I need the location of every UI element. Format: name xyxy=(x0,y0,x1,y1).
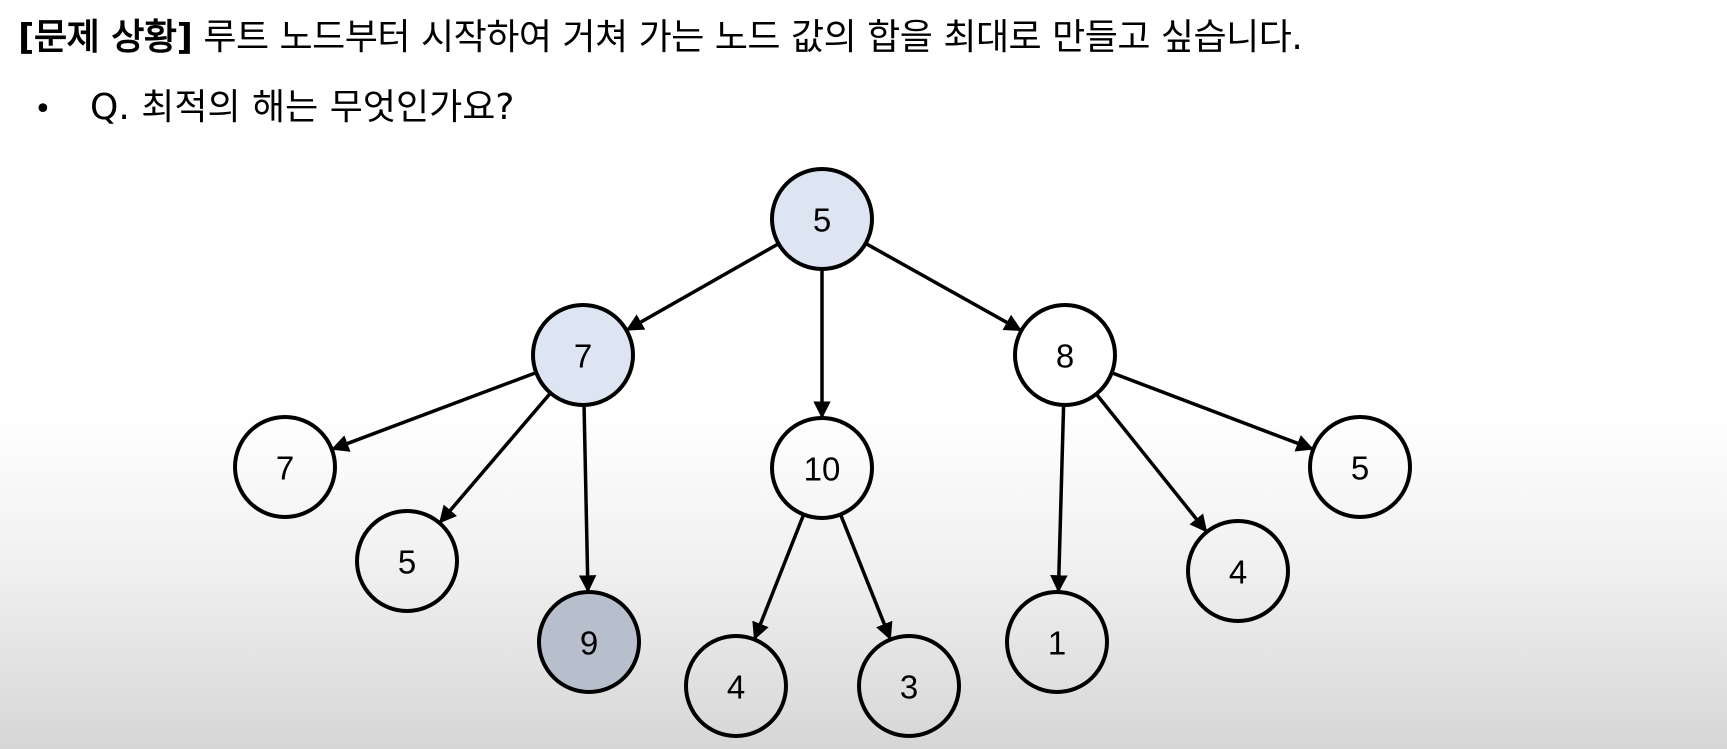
edge-n8-to-n4b xyxy=(1094,392,1208,533)
tree-node-n4a: 4 xyxy=(684,634,788,738)
node-circle xyxy=(857,634,961,738)
node-circle xyxy=(531,303,635,407)
edge-n8-to-n5b xyxy=(1111,371,1314,452)
node-value-label: 7 xyxy=(574,338,592,375)
tree-node-n10: 10 xyxy=(770,416,874,520)
node-circle xyxy=(233,415,337,519)
tree-node-n3: 3 xyxy=(857,634,961,738)
bullet-icon: • xyxy=(34,92,52,127)
edge-root-to-n7 xyxy=(625,242,780,332)
node-layer: 5 7 10 8 7 5 9 4 3 1 4 5 xyxy=(233,167,1412,738)
edge-n8-to-n1 xyxy=(1050,404,1068,593)
problem-heading: [문제 상황] 루트 노드부터 시작하여 거쳐 가는 노드 값의 합을 최대로 … xyxy=(18,12,1303,64)
tree-node-n7a: 7 xyxy=(233,415,337,519)
problem-tag: [문제 상황] xyxy=(18,17,193,58)
question-line: • Q. 최적의 해는 무엇인가요? xyxy=(34,82,514,136)
tree-node-n7: 7 xyxy=(531,303,635,407)
node-circle xyxy=(770,167,874,271)
node-circle xyxy=(1013,303,1117,407)
node-value-label: 9 xyxy=(580,625,598,662)
tree-node-root: 5 xyxy=(770,167,874,271)
edge-n7-to-n5a xyxy=(438,391,552,524)
tree-node-n5b: 5 xyxy=(1308,415,1412,519)
node-value-label: 5 xyxy=(398,544,416,581)
node-circle xyxy=(1005,590,1109,694)
node-circle xyxy=(770,416,874,520)
tree-node-n9: 9 xyxy=(537,590,641,694)
edge-root-to-n8 xyxy=(864,241,1023,332)
node-value-label: 5 xyxy=(813,202,831,239)
node-value-label: 10 xyxy=(804,451,841,488)
node-circle xyxy=(684,634,788,738)
node-value-label: 7 xyxy=(276,450,294,487)
node-circle xyxy=(1186,519,1290,623)
node-value-label: 4 xyxy=(1229,554,1247,591)
tree-node-n8: 8 xyxy=(1013,303,1117,407)
node-value-label: 5 xyxy=(1351,450,1369,487)
node-circle xyxy=(537,590,641,694)
node-value-label: 3 xyxy=(900,669,918,706)
problem-text: 루트 노드부터 시작하여 거쳐 가는 노드 값의 합을 최대로 만들고 싶습니다… xyxy=(203,17,1303,58)
edge-n10-to-n3 xyxy=(838,513,893,641)
tree-node-n1: 1 xyxy=(1005,590,1109,694)
edge-n10-to-n4a xyxy=(752,513,806,641)
node-circle xyxy=(355,509,459,613)
node-circle xyxy=(1308,415,1412,519)
node-value-label: 1 xyxy=(1048,625,1066,662)
edge-n7-to-n7a xyxy=(331,370,537,452)
node-value-label: 4 xyxy=(727,669,745,706)
node-value-label: 8 xyxy=(1056,338,1074,375)
tree-node-n5a: 5 xyxy=(355,509,459,613)
tree-node-n4b: 4 xyxy=(1186,519,1290,623)
edge-layer xyxy=(331,241,1314,641)
edge-n7-to-n9 xyxy=(578,404,597,593)
question-text: Q. 최적의 해는 무엇인가요? xyxy=(90,87,515,128)
